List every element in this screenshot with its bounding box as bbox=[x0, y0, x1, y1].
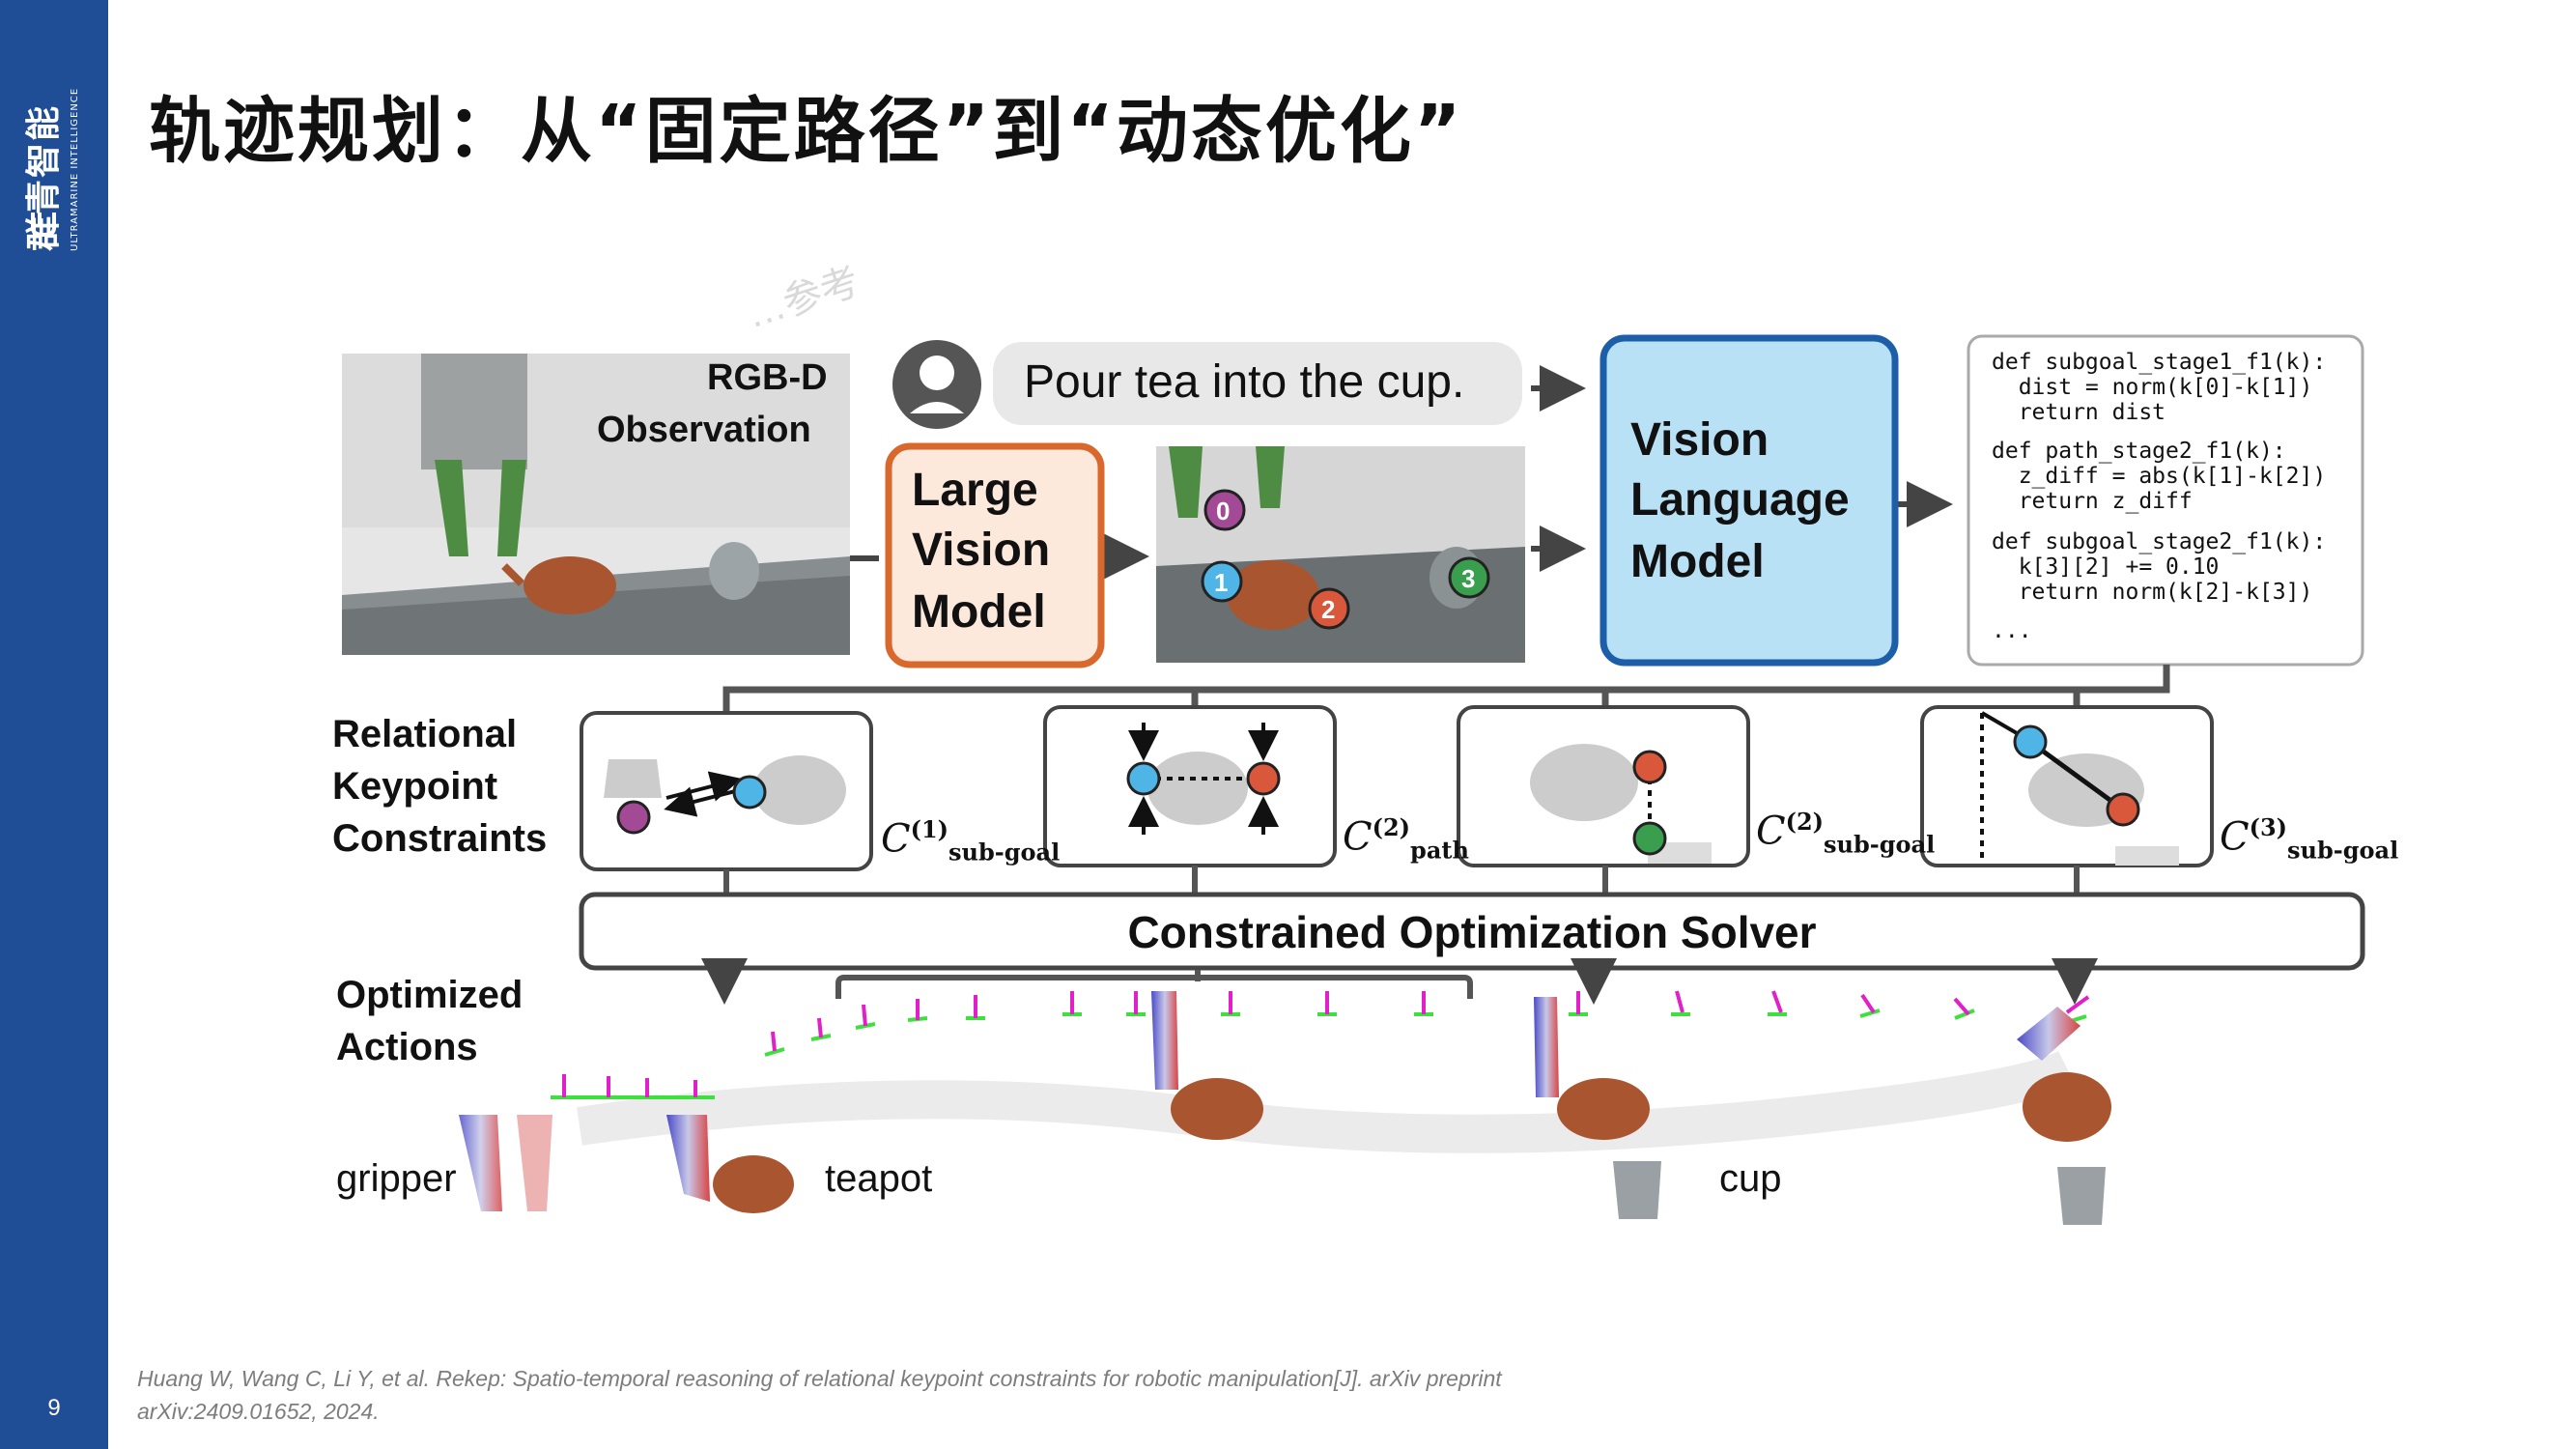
brand-mark-icon bbox=[31, 213, 56, 238]
relational-label-line3: Constraints bbox=[332, 817, 548, 860]
keypoint-1-label: 1 bbox=[1214, 568, 1229, 597]
code-line-10: ... bbox=[1992, 618, 2032, 643]
keypoint-0-label: 0 bbox=[1216, 497, 1231, 526]
solver-label: Constrained Optimization Solver bbox=[1127, 907, 1817, 957]
optimized-label-line1: Optimized bbox=[336, 974, 524, 1016]
code-line-6: return z_diff bbox=[1992, 489, 2193, 514]
vlm-line2: Language bbox=[1630, 474, 1850, 526]
code-line-3: return dist bbox=[1992, 400, 2166, 425]
relational-label-line1: Relational bbox=[332, 713, 518, 755]
relational-label-line2: Keypoint bbox=[332, 765, 498, 808]
vlm-line1: Vision bbox=[1630, 414, 1769, 466]
instruction-text: Pour tea into the cup. bbox=[1024, 356, 1465, 408]
brand-name-en: ULTRAMARINE INTELLIGENCE bbox=[70, 87, 80, 251]
code-line-7: def subgoal_stage2_f1(k): bbox=[1992, 529, 2327, 554]
optimized-label-line2: Actions bbox=[336, 1026, 478, 1068]
keypoint-2-label: 2 bbox=[1321, 595, 1336, 624]
code-line-2: dist = norm(k[0]-k[1]) bbox=[1992, 375, 2313, 400]
citation: Huang W, Wang C, Li Y, et al. Rekep: Spa… bbox=[137, 1366, 1502, 1424]
slide-title: 轨迹规划：从“固定路径”到“动态优化” bbox=[149, 90, 1464, 173]
code-line-1: def subgoal_stage1_f1(k): bbox=[1992, 350, 2327, 375]
lvm-line3: Model bbox=[912, 586, 1046, 638]
constraint-3-label: C(2)sub-goal bbox=[1756, 808, 1936, 859]
brand-logo: 群青智能 ULTRAMARINE INTELLIGENCE bbox=[19, 39, 87, 251]
code-line-9: return norm(k[2]-k[3]) bbox=[1992, 580, 2313, 605]
cup-label: cup bbox=[1719, 1157, 1782, 1200]
constraint-2-label: C(2)path bbox=[1343, 813, 1469, 865]
rgbd-label-line1: RGB-D bbox=[707, 357, 828, 398]
code-line-5: z_diff = abs(k[1]-k[2]) bbox=[1992, 464, 2327, 489]
rekep-figure: …参考 RGB-D Observation Pour tea into the … bbox=[328, 260, 2398, 1242]
code-line-8: k[3][2] += 0.10 bbox=[1992, 554, 2220, 580]
teapot-label: teapot bbox=[825, 1157, 933, 1200]
sidebar: 群青智能 ULTRAMARINE INTELLIGENCE 9 bbox=[0, 0, 108, 1449]
code-line-4: def path_stage2_f1(k): bbox=[1992, 439, 2286, 464]
constraint-1-label: C(1)sub-goal bbox=[881, 815, 1061, 867]
keypoint-3-label: 3 bbox=[1461, 564, 1476, 593]
vlm-line3: Model bbox=[1630, 536, 1765, 587]
gripper-label: gripper bbox=[336, 1157, 457, 1200]
constraint-4-label: C(3)sub-goal bbox=[2220, 813, 2399, 865]
lvm-line1: Large bbox=[912, 465, 1038, 516]
page-number: 9 bbox=[47, 1395, 61, 1421]
lvm-line2: Vision bbox=[912, 525, 1051, 576]
rgbd-label-line2: Observation bbox=[597, 410, 811, 450]
rgbd-image bbox=[342, 354, 850, 655]
keypoint-image bbox=[1156, 446, 1525, 663]
figure-graphics bbox=[342, 334, 2365, 1225]
